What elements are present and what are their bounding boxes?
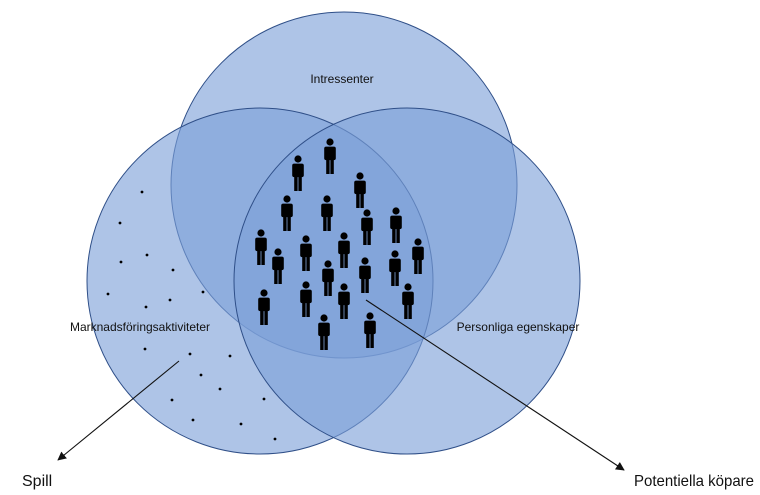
label-marknadsforingsaktiviteter: Marknadsföringsaktiviteter [70, 320, 210, 334]
label-intressenter: Intressenter [310, 72, 373, 86]
dot [168, 298, 172, 302]
waste-dots [106, 190, 277, 441]
dot [199, 373, 203, 377]
dot [170, 398, 174, 402]
label-spill: Spill [22, 473, 52, 490]
dot [273, 437, 277, 441]
label-potentiella-kopare: Potentiella köpare [634, 473, 754, 490]
circle-personliga-egenskaper [233, 107, 581, 455]
dot [239, 422, 243, 426]
dot [171, 268, 175, 272]
dot [118, 221, 122, 225]
waste-arrow [57, 360, 180, 461]
dot [188, 352, 192, 356]
circles [86, 11, 581, 455]
dot [191, 418, 195, 422]
dot [262, 397, 266, 401]
dot [145, 253, 149, 257]
dot [218, 387, 222, 391]
dot [106, 292, 110, 296]
dot [119, 260, 123, 264]
dot [201, 290, 205, 294]
dot [144, 305, 148, 309]
buyers-arrow [365, 299, 625, 471]
dot [228, 354, 232, 358]
label-personliga-egenskaper: Personliga egenskaper [457, 320, 580, 334]
dot [140, 190, 144, 194]
dot [143, 347, 147, 351]
